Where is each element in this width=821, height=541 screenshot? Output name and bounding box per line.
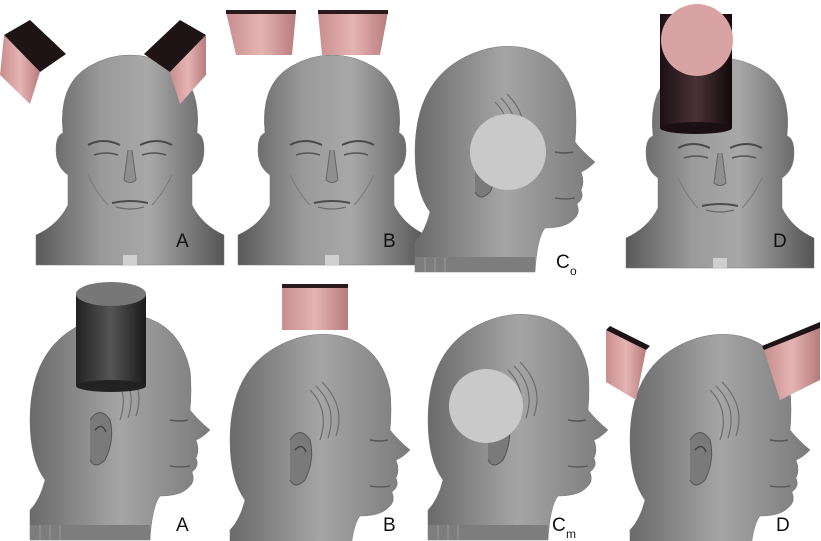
panel-label: A	[176, 515, 189, 536]
panel-label: C	[556, 252, 570, 273]
disc-electrode-c	[470, 114, 546, 190]
coil-left-b	[226, 12, 296, 55]
panel-top-c: C o	[415, 46, 595, 278]
panel-top-a: A	[0, 20, 224, 265]
panel-top-d: D	[626, 4, 814, 268]
panel-label: C	[552, 515, 566, 536]
head-front-a	[36, 55, 224, 265]
cylinder-a	[76, 294, 146, 386]
cylinder-top-a	[76, 282, 146, 306]
panel-bottom-a: A	[30, 282, 210, 540]
disc-electrode-cm	[449, 369, 523, 443]
coil-b	[282, 286, 348, 330]
head-front-b	[238, 55, 426, 265]
panel-subscript: o	[570, 264, 577, 278]
head-side-cm	[428, 314, 608, 540]
panel-label: B	[383, 231, 396, 252]
panel-label: B	[383, 515, 396, 536]
panel-top-b: B	[226, 10, 426, 265]
panel-bottom-b: B	[230, 284, 410, 541]
panel-label: D	[776, 515, 790, 536]
panel-label: D	[773, 231, 787, 252]
panel-subscript: m	[566, 527, 576, 541]
panel-bottom-c: C m	[428, 314, 608, 541]
panel-bottom-d: D	[606, 322, 820, 541]
panel-label: A	[176, 231, 189, 252]
head-side-b	[230, 334, 410, 541]
cylinder-top-d	[661, 4, 733, 76]
coil-right-b	[318, 12, 388, 55]
